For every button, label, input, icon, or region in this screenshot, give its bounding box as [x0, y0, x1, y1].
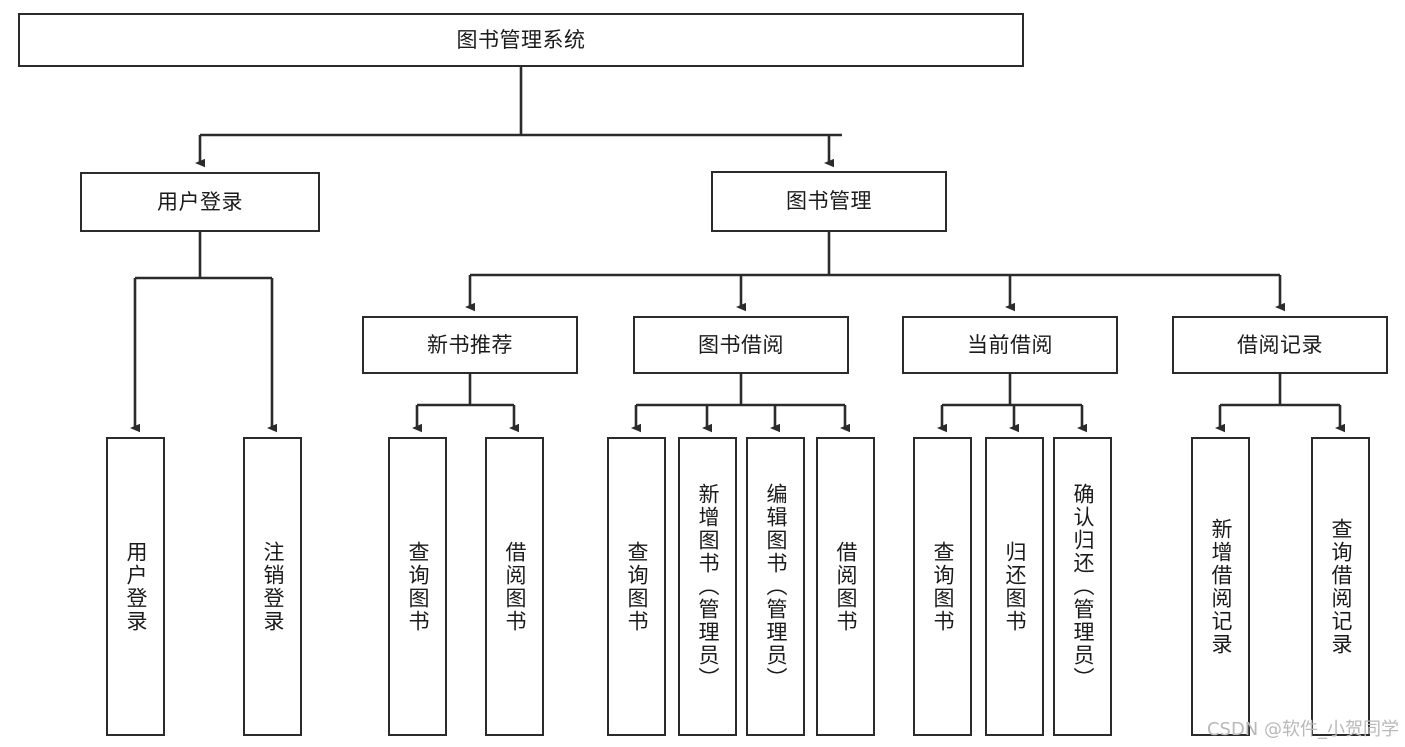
node-leaf-query-book-2[interactable]: 查询图书	[607, 437, 666, 736]
node-new-book-recommend-label: 新书推荐	[427, 332, 513, 357]
node-borrow-records[interactable]: 借阅记录	[1172, 316, 1388, 374]
node-leaf-query-record[interactable]: 查询借阅记录	[1311, 437, 1370, 736]
node-book-management[interactable]: 图书管理	[711, 171, 947, 232]
node-current-borrow-label: 当前借阅	[967, 332, 1053, 357]
node-user-login[interactable]: 用户登录	[80, 172, 320, 232]
root-connectors	[195, 67, 842, 168]
node-leaf-user-logout[interactable]: 注销登录	[243, 437, 302, 736]
node-leaf-borrow-book-1[interactable]: 借阅图书	[485, 437, 544, 736]
node-leaf-borrow-book-2[interactable]: 借阅图书	[816, 437, 875, 736]
login-connectors	[130, 232, 277, 433]
node-leaf-confirm-return[interactable]: 确认归还（管理员）	[1053, 437, 1112, 736]
borrow-connectors	[631, 374, 850, 433]
node-leaf-query-book-3[interactable]: 查询图书	[913, 437, 972, 736]
node-leaf-edit-book-label: 编辑图书（管理员）	[764, 483, 788, 690]
node-leaf-query-book-1[interactable]: 查询图书	[388, 437, 447, 736]
node-leaf-query-book-1-label: 查询图书	[406, 540, 430, 633]
node-leaf-borrow-book-1-label: 借阅图书	[503, 540, 527, 633]
watermark-text: CSDN @软件_小贺同学	[1206, 719, 1399, 740]
records-connectors	[1215, 374, 1345, 433]
node-new-book-recommend[interactable]: 新书推荐	[362, 316, 578, 374]
node-leaf-query-book-3-label: 查询图书	[931, 540, 955, 633]
node-leaf-borrow-book-2-label: 借阅图书	[834, 540, 858, 633]
node-leaf-add-book[interactable]: 新增图书（管理员）	[678, 437, 737, 736]
node-root-label: 图书管理系统	[456, 27, 586, 52]
manage-connectors	[465, 232, 1285, 312]
node-leaf-confirm-return-label: 确认归还（管理员）	[1071, 483, 1095, 690]
node-leaf-add-record-label: 新增借阅记录	[1209, 517, 1233, 656]
node-book-management-label: 图书管理	[786, 189, 872, 214]
node-leaf-query-book-2-label: 查询图书	[625, 540, 649, 633]
node-leaf-return-book-label: 归还图书	[1003, 540, 1027, 633]
current-connectors	[937, 374, 1087, 433]
node-root[interactable]: 图书管理系统	[18, 13, 1024, 67]
node-current-borrow[interactable]: 当前借阅	[902, 316, 1118, 374]
node-leaf-edit-book[interactable]: 编辑图书（管理员）	[746, 437, 805, 736]
node-leaf-user-login-label: 用户登录	[124, 540, 148, 633]
node-leaf-user-login[interactable]: 用户登录	[106, 437, 165, 736]
newbook-connectors	[412, 374, 519, 433]
node-leaf-add-book-label: 新增图书（管理员）	[696, 483, 720, 690]
node-leaf-query-record-label: 查询借阅记录	[1329, 517, 1353, 656]
node-leaf-add-record[interactable]: 新增借阅记录	[1191, 437, 1250, 736]
node-book-borrow[interactable]: 图书借阅	[633, 316, 849, 374]
node-leaf-return-book[interactable]: 归还图书	[985, 437, 1044, 736]
node-book-borrow-label: 图书借阅	[698, 332, 784, 357]
node-leaf-user-logout-label: 注销登录	[261, 540, 285, 633]
node-borrow-records-label: 借阅记录	[1237, 332, 1323, 357]
node-user-login-label: 用户登录	[157, 189, 243, 214]
